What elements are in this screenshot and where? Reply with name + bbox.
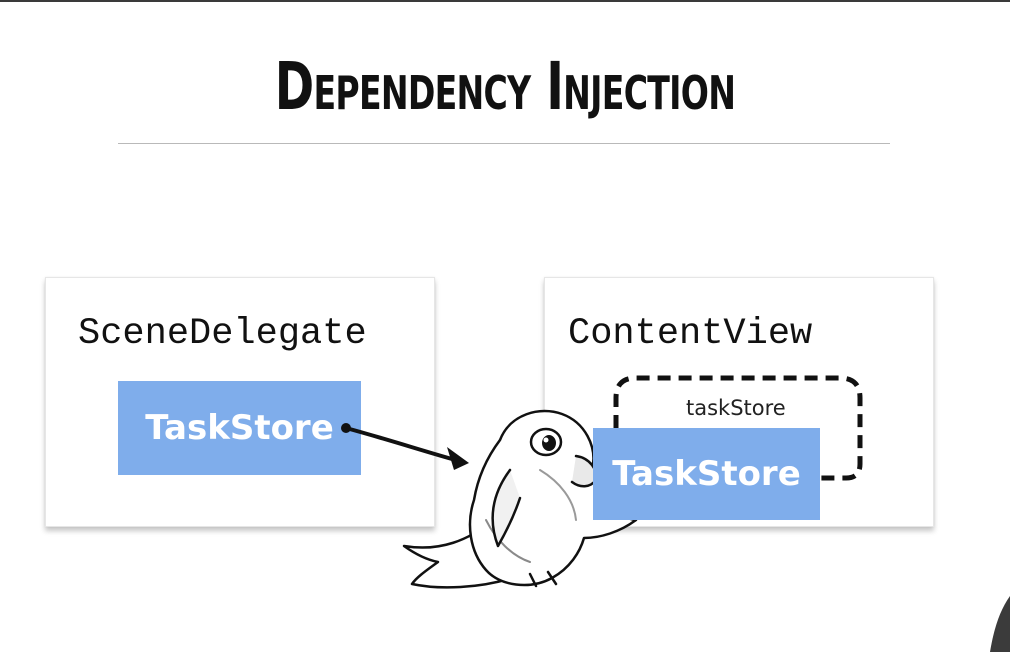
- bird-mascot-icon: [402, 409, 638, 589]
- task-store-label-source: TaskStore: [145, 408, 334, 448]
- task-store-property-outline: [613, 375, 863, 481]
- task-store-property-label: taskStore: [686, 396, 786, 420]
- title-divider: [118, 143, 890, 144]
- top-border: [0, 0, 1010, 2]
- arrow-icon: [341, 423, 469, 470]
- task-store-label-injected: TaskStore: [612, 454, 801, 494]
- scene-delegate-title: SceneDelegate: [78, 313, 367, 355]
- task-store-box-source: TaskStore: [118, 381, 361, 475]
- slide-title: Dependency Injection: [274, 48, 736, 125]
- task-store-box-injected: TaskStore: [593, 428, 820, 520]
- content-view-title: ContentView: [568, 313, 813, 355]
